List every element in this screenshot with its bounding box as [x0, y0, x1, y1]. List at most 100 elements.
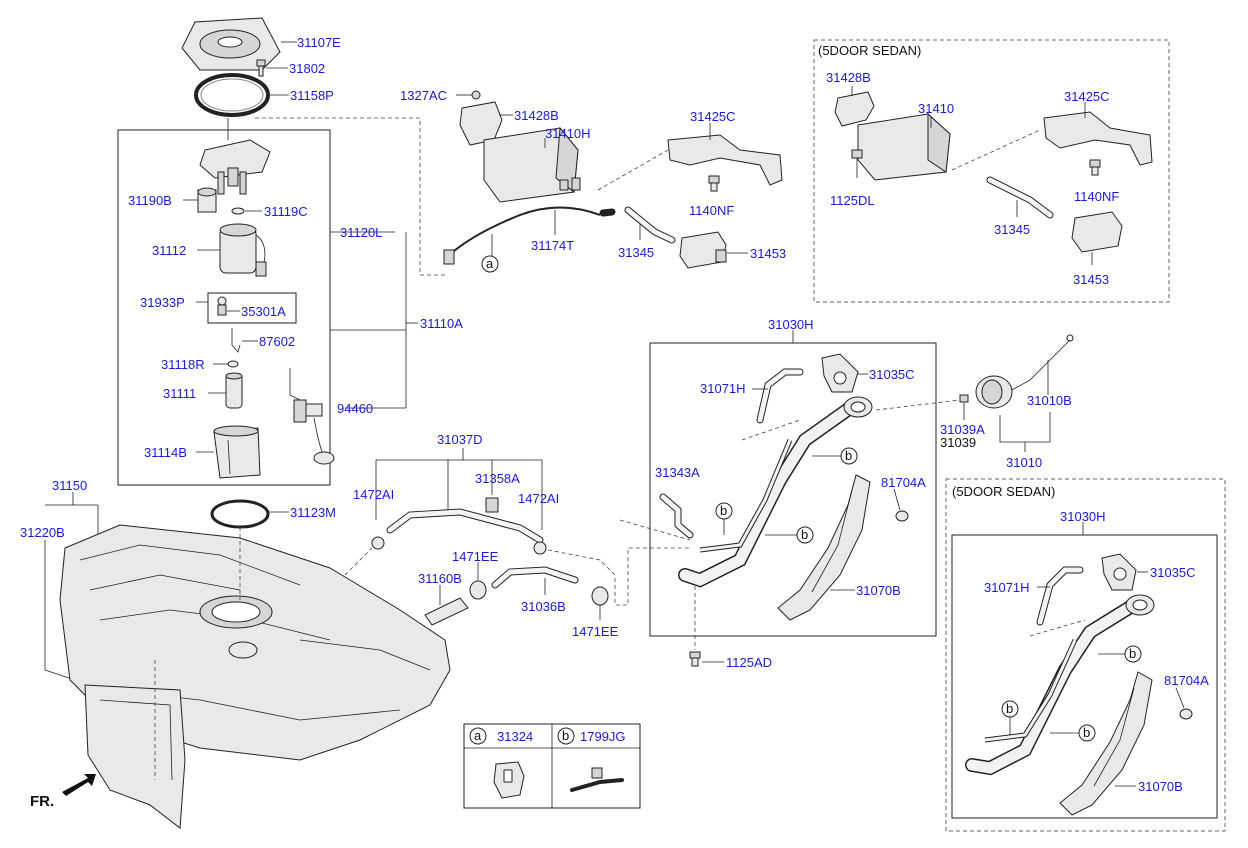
part-31160b-hose	[424, 597, 469, 626]
label-31039a: 31039A	[940, 422, 985, 437]
label-31453-variant: 31453	[1073, 272, 1109, 287]
part-31111-pump-motor	[225, 372, 243, 409]
part-1471ee-clamp-upper	[469, 580, 487, 600]
label-31410h: 31410H	[545, 126, 591, 141]
part-1471ee-clamp-lower	[591, 586, 609, 606]
label-31071h-variant: 31071H	[984, 580, 1030, 595]
part-31802-bolt	[256, 59, 266, 77]
callout-b-3-label: b	[720, 503, 727, 518]
label-31071h: 31071H	[700, 381, 746, 396]
part-31123m-ring	[210, 499, 270, 529]
part-87602-clip	[231, 328, 241, 353]
part-1140nf-variant	[1089, 159, 1101, 176]
label-31428b-variant: 31428B	[826, 70, 871, 85]
label-31933p: 31933P	[140, 295, 185, 310]
label-31030h: 31030H	[768, 317, 814, 332]
label-1799jg: 1799JG	[580, 729, 626, 744]
label-31010b: 31010B	[1027, 393, 1072, 408]
tube-connector	[443, 249, 455, 265]
label-31030h-variant: 31030H	[1060, 509, 1106, 524]
label-81704a-variant: 81704A	[1164, 673, 1209, 688]
callout-a-label: a	[486, 256, 494, 271]
legend-callout-a: a	[474, 728, 482, 743]
callout-b-5	[1078, 724, 1096, 742]
label-81704a: 81704A	[881, 475, 926, 490]
label-1471ee-lower: 1471EE	[572, 624, 619, 639]
label-31358a: 31358A	[475, 471, 520, 486]
label-31039: 31039	[940, 435, 976, 450]
label-31802: 31802	[289, 61, 325, 76]
part-31158p-gasket	[194, 73, 270, 117]
callout-b-6	[1001, 700, 1019, 718]
callout-b-3	[715, 502, 733, 520]
part-1125ad-bolt	[689, 651, 701, 667]
label-31037d: 31037D	[437, 432, 483, 447]
part-31035c-variant	[1101, 553, 1137, 591]
label-87602: 87602	[259, 334, 295, 349]
part-31428b-variant	[834, 91, 875, 127]
label-94460: 94460	[337, 401, 373, 416]
callout-b-2-label: b	[801, 527, 808, 542]
label-1472ai-right: 1472AI	[518, 491, 559, 506]
part-31035c	[821, 353, 859, 393]
part-31070b-guard	[777, 474, 871, 621]
part-31345-hose	[599, 206, 676, 244]
variant-box-5door-sedan-canister	[813, 39, 1170, 303]
part-31036b-hose	[491, 566, 579, 589]
label-1140nf: 1140NF	[689, 203, 734, 218]
front-arrow-icon	[62, 774, 96, 796]
part-filler-pipe-variant	[965, 594, 1155, 776]
label-31118r: 31118R	[161, 357, 205, 372]
label-31324: 31324	[497, 729, 533, 744]
part-31190b	[197, 187, 217, 213]
part-1327ac-nut	[471, 90, 481, 100]
part-31039a-screw	[959, 394, 969, 403]
part-31324-clip	[493, 761, 525, 799]
part-31220b-heat-shield	[84, 684, 186, 829]
filler-neck-variant-frame	[951, 534, 1218, 819]
callout-b-6-label: b	[1006, 701, 1013, 716]
part-94460-sender	[289, 368, 335, 465]
label-31160b: 31160B	[418, 571, 462, 586]
label-31343a: 31343A	[655, 465, 700, 480]
part-31010b-fuel-cap	[975, 334, 1074, 409]
variant-box-5door-sedan-filler	[945, 478, 1226, 832]
label-31150: 31150	[52, 478, 87, 493]
part-81704a-variant	[1179, 708, 1193, 720]
label-31010: 31010	[1006, 455, 1042, 470]
part-1472ai-clamp-left	[371, 536, 385, 550]
orientation-label: FR.	[30, 793, 54, 810]
part-31453-filter	[679, 231, 727, 269]
label-31035c-variant: 31035C	[1150, 565, 1196, 580]
part-1125dl-bolt	[851, 149, 863, 159]
part-31410-canister-variant	[857, 112, 951, 181]
callout-b-4	[1124, 645, 1142, 663]
label-31174t: 31174T	[531, 238, 574, 253]
label-31070b: 31070B	[856, 583, 901, 598]
label-31107e: 31107E	[297, 35, 341, 50]
label-31114b: 31114B	[144, 445, 187, 460]
part-31425c-bracket	[667, 134, 783, 186]
callout-b-4-label: b	[1129, 646, 1136, 661]
label-31410-variant: 31410	[918, 101, 954, 116]
label-1125dl: 1125DL	[830, 193, 875, 208]
label-1125ad: 1125AD	[726, 655, 772, 670]
part-31410h-canister	[483, 126, 581, 203]
label-31190b: 31190B	[128, 193, 172, 208]
callout-b-2	[796, 526, 814, 544]
label-31119c: 31119C	[264, 204, 308, 219]
part-1472ai-clamp-right	[533, 541, 547, 555]
label-31158p: 31158P	[290, 88, 334, 103]
part-31343a-hose	[659, 493, 694, 539]
label-31345: 31345	[618, 245, 654, 260]
part-31071h-variant	[1036, 566, 1084, 626]
label-31070b-variant: 31070B	[1138, 779, 1183, 794]
part-31174t-tube	[445, 206, 601, 259]
part-31345-variant	[986, 176, 1054, 219]
part-pump-flange	[199, 118, 271, 195]
label-31453: 31453	[750, 246, 786, 261]
label-31123m: 31123M	[290, 505, 336, 520]
label-35301a: 35301A	[241, 304, 286, 319]
label-31425c-variant: 31425C	[1064, 89, 1110, 104]
variant-label-filler: (5DOOR SEDAN)	[952, 484, 1055, 499]
